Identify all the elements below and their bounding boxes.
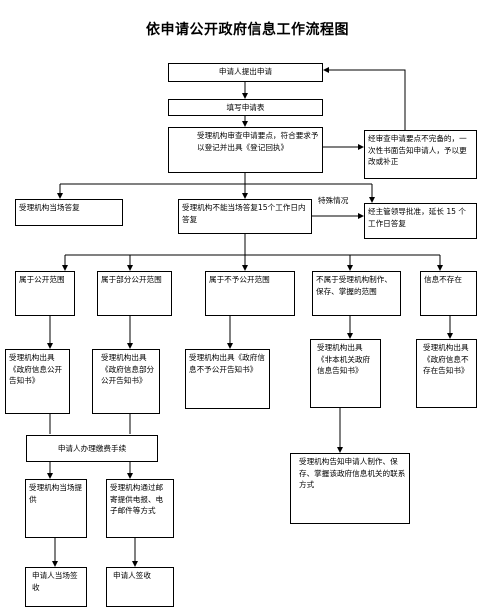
node-sign-1: 申请人当场签收 xyxy=(25,567,87,607)
node-cat-public: 属于公开范围 xyxy=(15,271,75,316)
node-out-not-exist: 受理机构出具《政府信息不存在告知书》 xyxy=(416,339,477,408)
node-cat-not-exist: 信息不存在 xyxy=(420,271,477,316)
node-out-partial: 受理机构出具《政府信息部分公开告知书》 xyxy=(92,349,160,414)
page-title: 依申请公开政府信息工作流程图 xyxy=(146,22,349,38)
node-mail-provide: 受理机构通过邮寄提供电报、电子邮件等方式 xyxy=(106,479,174,538)
node-incomplete: 经审查申请要点不完备的，一次性书面告知申请人，予以更改或补正 xyxy=(364,130,477,179)
label-special: 特殊情况 xyxy=(318,196,349,205)
node-fill-form: 填写申请表 xyxy=(168,99,323,116)
node-review: 受理机构审查申请要点，符合要求予以登记并出具《登记回执》 xyxy=(168,127,323,173)
node-cat-not-ours: 不属于受理机构制作、保存、掌握的范围 xyxy=(312,271,401,316)
node-apply: 申请人提出申请 xyxy=(168,63,323,82)
node-reply-onsite: 受理机构当场答复 xyxy=(15,199,123,226)
node-cat-partial: 属于部分公开范围 xyxy=(97,271,172,316)
node-out-public: 受理机构出具《政府信息公开告知书》 xyxy=(5,349,70,414)
node-cat-nonpublic: 属于不予公开范围 xyxy=(205,271,295,316)
node-sign-2: 申请人签收 xyxy=(106,567,174,607)
node-refer-agency: 受理机构告知申请人制作、保存、掌握该政府信息机关的联系方式 xyxy=(290,453,410,524)
node-out-not-ours: 受理机构出具《非本机关政府信息告知书》 xyxy=(310,339,381,408)
node-onsite-provide: 受理机构当场提供 xyxy=(25,479,87,538)
node-fee: 申请人办理缴费手续 xyxy=(26,435,158,462)
node-out-nonpublic: 受理机构出具《政府信息不予公开告知书》 xyxy=(185,349,270,409)
node-extension: 经主管领导批准，延长 15 个工作日答复 xyxy=(364,203,477,239)
node-reply-15days: 受理机构不能当场答复15个工作日内答复 xyxy=(178,199,312,234)
